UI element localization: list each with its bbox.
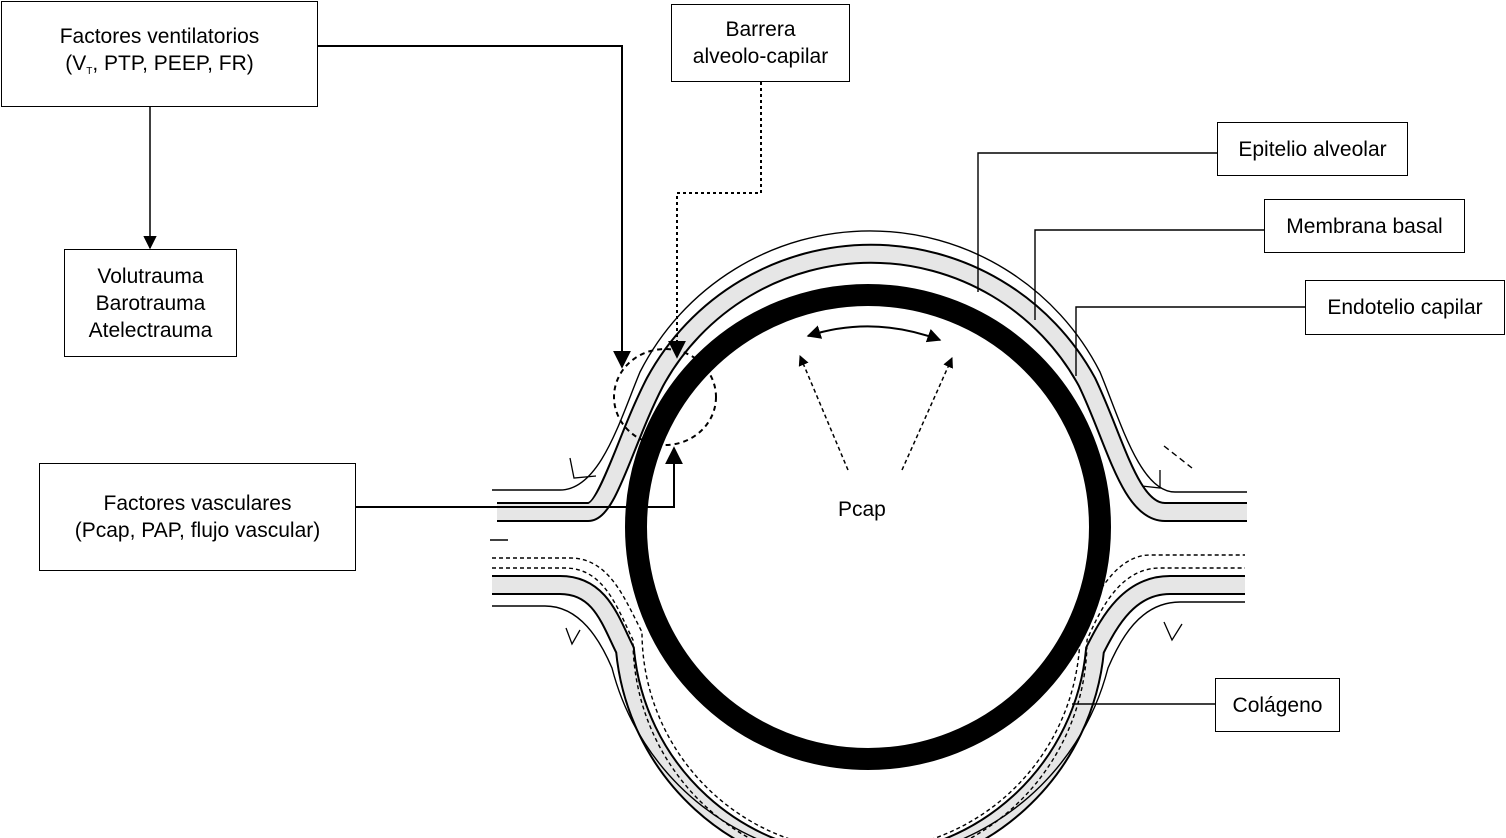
trauma-volutrauma: Volutrauma — [97, 264, 204, 288]
pcap-label: Pcap — [838, 498, 886, 521]
collagen-label: Colágeno — [1232, 693, 1323, 717]
upper-tick-right — [1141, 470, 1161, 489]
vascular-factors-box: Factores vasculares (Pcap, PAP, flujo va… — [39, 463, 356, 571]
lower-dashed-line-inner — [492, 567, 1245, 838]
lower-outer-line — [492, 601, 1245, 838]
upper-tick-left — [569, 457, 597, 479]
basement-label: Membrana basal — [1286, 214, 1443, 238]
ventilatory-factors-box: Factores ventilatorios (VT, PTP, PEEP, F… — [1, 1, 318, 107]
connector-vascular-to-capillary — [356, 446, 683, 508]
leader-endothelium — [1075, 306, 1305, 376]
barrier-line2: alveolo-capilar — [692, 45, 829, 68]
vascular-factors-title: Factores vasculares — [103, 492, 292, 515]
trauma-box: Volutrauma Barotrauma Atelectrauma — [64, 249, 237, 357]
barrier-box: Barrera alveolo-capilar — [671, 4, 850, 82]
leader-epithelium — [977, 152, 1217, 292]
connector-ventilatory-to-barrier — [318, 45, 631, 369]
collagen-box: Colágeno — [1215, 678, 1340, 732]
ventilatory-factors-detail: (VT, PTP, PEEP, FR) — [65, 52, 254, 77]
barrier-line1: Barrera — [725, 18, 796, 41]
pcap-stretch-arrow — [806, 325, 942, 343]
endothelium-box: Endotelio capilar — [1305, 280, 1505, 335]
trauma-atelectrauma: Atelectrauma — [88, 318, 213, 342]
upper-outer-line — [492, 230, 1247, 493]
lower-layers — [492, 554, 1245, 838]
epithelium-label: Epitelio alveolar — [1238, 137, 1387, 161]
leader-basement — [1034, 229, 1264, 320]
vascular-factors-detail: (Pcap, PAP, flujo vascular) — [74, 519, 321, 542]
lower-tick-right — [1163, 621, 1183, 642]
upper-dash-right — [1163, 445, 1193, 469]
barrier-highlight-circle — [613, 348, 717, 446]
upper-layers — [490, 230, 1247, 541]
epithelium-box: Epitelio alveolar — [1217, 122, 1408, 176]
basement-box: Membrana basal — [1264, 199, 1465, 253]
endothelium-label: Endotelio capilar — [1327, 296, 1483, 319]
ventilatory-factors-title: Factores ventilatorios — [59, 25, 260, 48]
trauma-barotrauma: Barotrauma — [95, 291, 206, 315]
lower-tick-left — [565, 627, 581, 646]
connector-barrier-label — [668, 82, 762, 359]
capillary-wall — [625, 284, 1111, 770]
